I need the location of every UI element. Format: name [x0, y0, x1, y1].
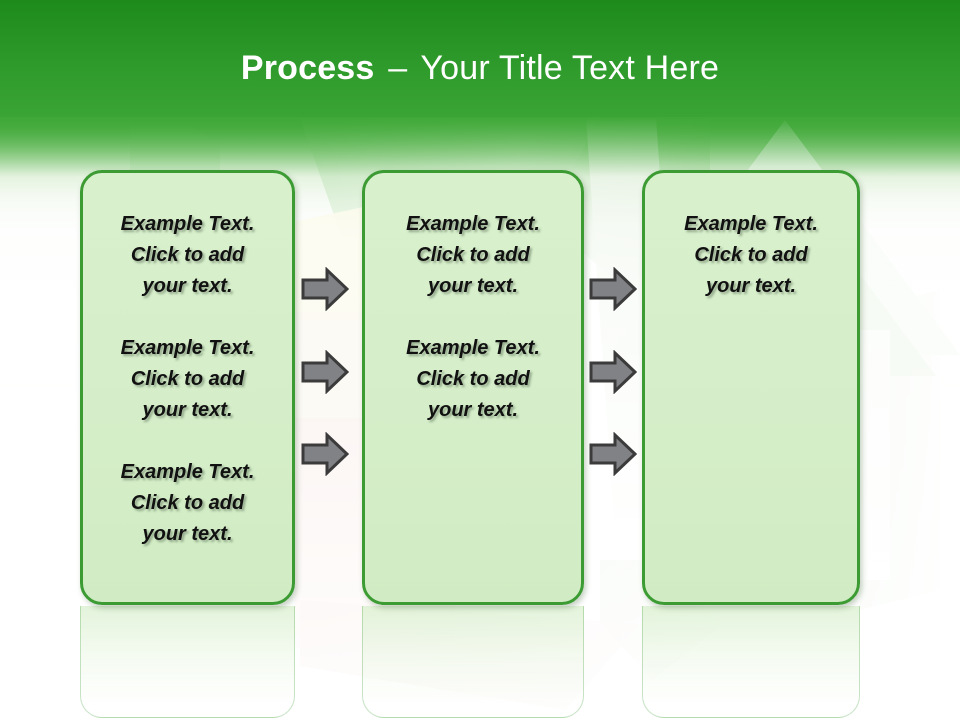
card-1-paragraph-2: Example Text. Click to add your text. [120, 337, 255, 421]
arrow-right-icon [301, 267, 349, 311]
page-title-strong: Process [240, 49, 375, 87]
card-2-paragraph-1: Example Text. Click to add your text. [406, 213, 540, 297]
arrow-right-icon [589, 432, 637, 476]
arrow-right-icon [589, 350, 637, 394]
title-bar [0, 0, 960, 117]
page-title-dash: – [388, 49, 408, 87]
arrow-right-icon [301, 350, 349, 394]
page-title: Process – Your Title Text Here [0, 48, 960, 88]
card-3-paragraph-1: Example Text. Click to add your text. [684, 213, 818, 297]
card-2-paragraph-2: Example Text. Click to add your text. [406, 337, 540, 421]
page-title-rest: Your Title Text Here [420, 49, 720, 87]
process-card-1[interactable]: Example Text. Click to add your text. Ex… [80, 170, 295, 605]
arrow-right-icon [301, 432, 349, 476]
process-card-2[interactable]: Example Text. Click to add your text. Ex… [362, 170, 584, 605]
arrow-right-icon [589, 267, 637, 311]
card-1-paragraph-3: Example Text. Click to add your text. [120, 461, 255, 545]
process-card-3[interactable]: Example Text. Click to add your text. [642, 170, 860, 605]
card-1-paragraph-1: Example Text. Click to add your text. [120, 213, 255, 297]
